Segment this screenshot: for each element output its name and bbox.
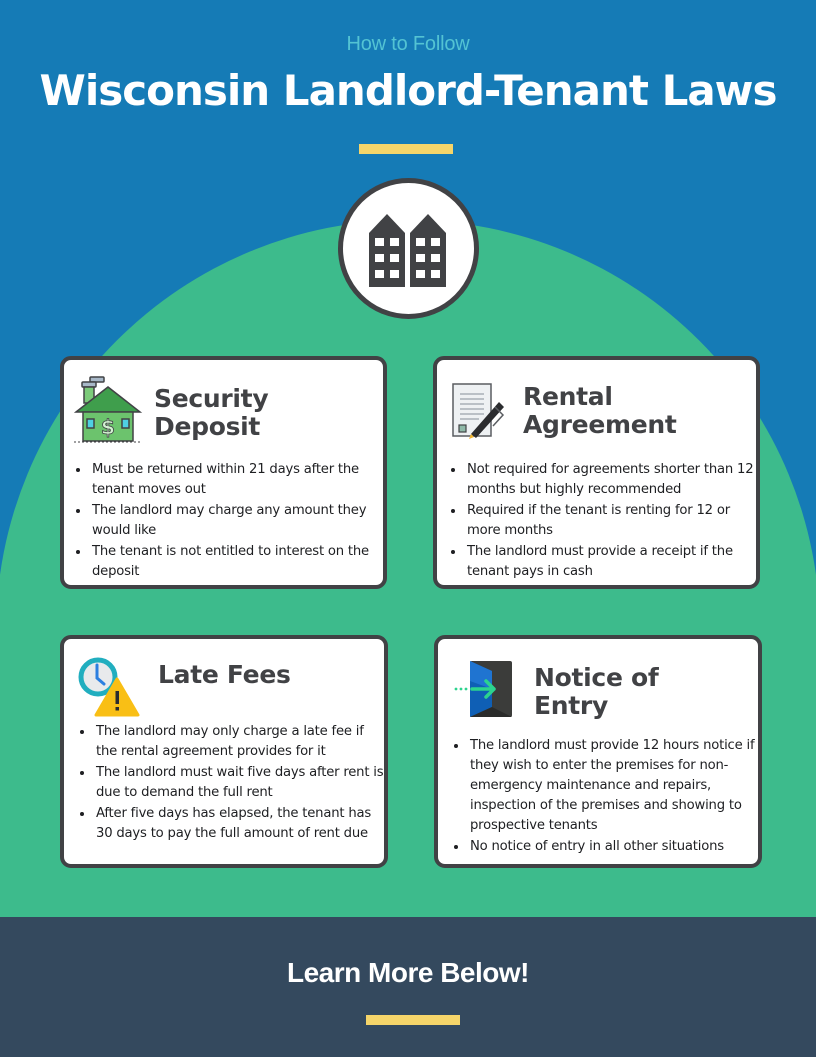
apartment-buildings-icon: [368, 213, 446, 287]
footer-title: Learn More Below!: [287, 957, 529, 988]
page-subtitle: How to Follow: [346, 33, 470, 55]
title-accent-bar: [359, 144, 453, 154]
list-item: Must be returned within 21 days after th…: [90, 459, 384, 500]
page-title: Wisconsin Landlord-Tenant Laws: [39, 66, 778, 115]
list-item: Not required for agreements shorter than…: [465, 459, 759, 500]
card-notice-of-entry: Notice of Entry The landlord must provid…: [434, 635, 762, 868]
svg-text:$: $: [101, 415, 115, 439]
list-item: The landlord must provide 12 hours notic…: [468, 735, 762, 836]
card-title: Security Deposit: [154, 384, 269, 441]
list-item: The landlord may charge any amount they …: [90, 500, 384, 541]
hero-icon-circle: [338, 178, 479, 319]
card-title: Notice of Entry: [534, 663, 659, 720]
list-item: After five days has elapsed, the tenant …: [94, 803, 388, 844]
list-item: Required if the tenant is renting for 12…: [465, 500, 759, 541]
card-late-fees: Late Fees The landlord may only charge a…: [60, 635, 388, 868]
card-rental-agreement: Rental Agreement Not required for agreem…: [433, 356, 760, 589]
card-bullet-list: Not required for agreements shorter than…: [449, 459, 759, 582]
card-bullet-list: Must be returned within 21 days after th…: [74, 459, 384, 582]
list-item: The landlord must provide a receipt if t…: [465, 541, 759, 582]
list-item: The landlord must wait five days after r…: [94, 762, 388, 803]
door-entry-icon: [454, 661, 512, 717]
card-bullet-list: The landlord may only charge a late fee …: [78, 721, 388, 844]
clock-warning-icon: [78, 657, 140, 717]
card-title: Rental Agreement: [523, 382, 677, 439]
list-item: No notice of entry in all other situatio…: [468, 836, 762, 857]
footer-accent-bar: [366, 1015, 460, 1025]
list-item: The tenant is not entitled to interest o…: [90, 541, 384, 582]
card-bullet-list: The landlord must provide 12 hours notic…: [452, 735, 762, 857]
card-title: Late Fees: [158, 660, 291, 689]
contract-pen-icon: [452, 383, 505, 439]
footer: [0, 917, 816, 1057]
house-dollar-icon: $: [74, 376, 143, 443]
list-item: The landlord may only charge a late fee …: [94, 721, 388, 762]
card-security-deposit: $ Security Deposit Must be returned with…: [60, 356, 387, 589]
